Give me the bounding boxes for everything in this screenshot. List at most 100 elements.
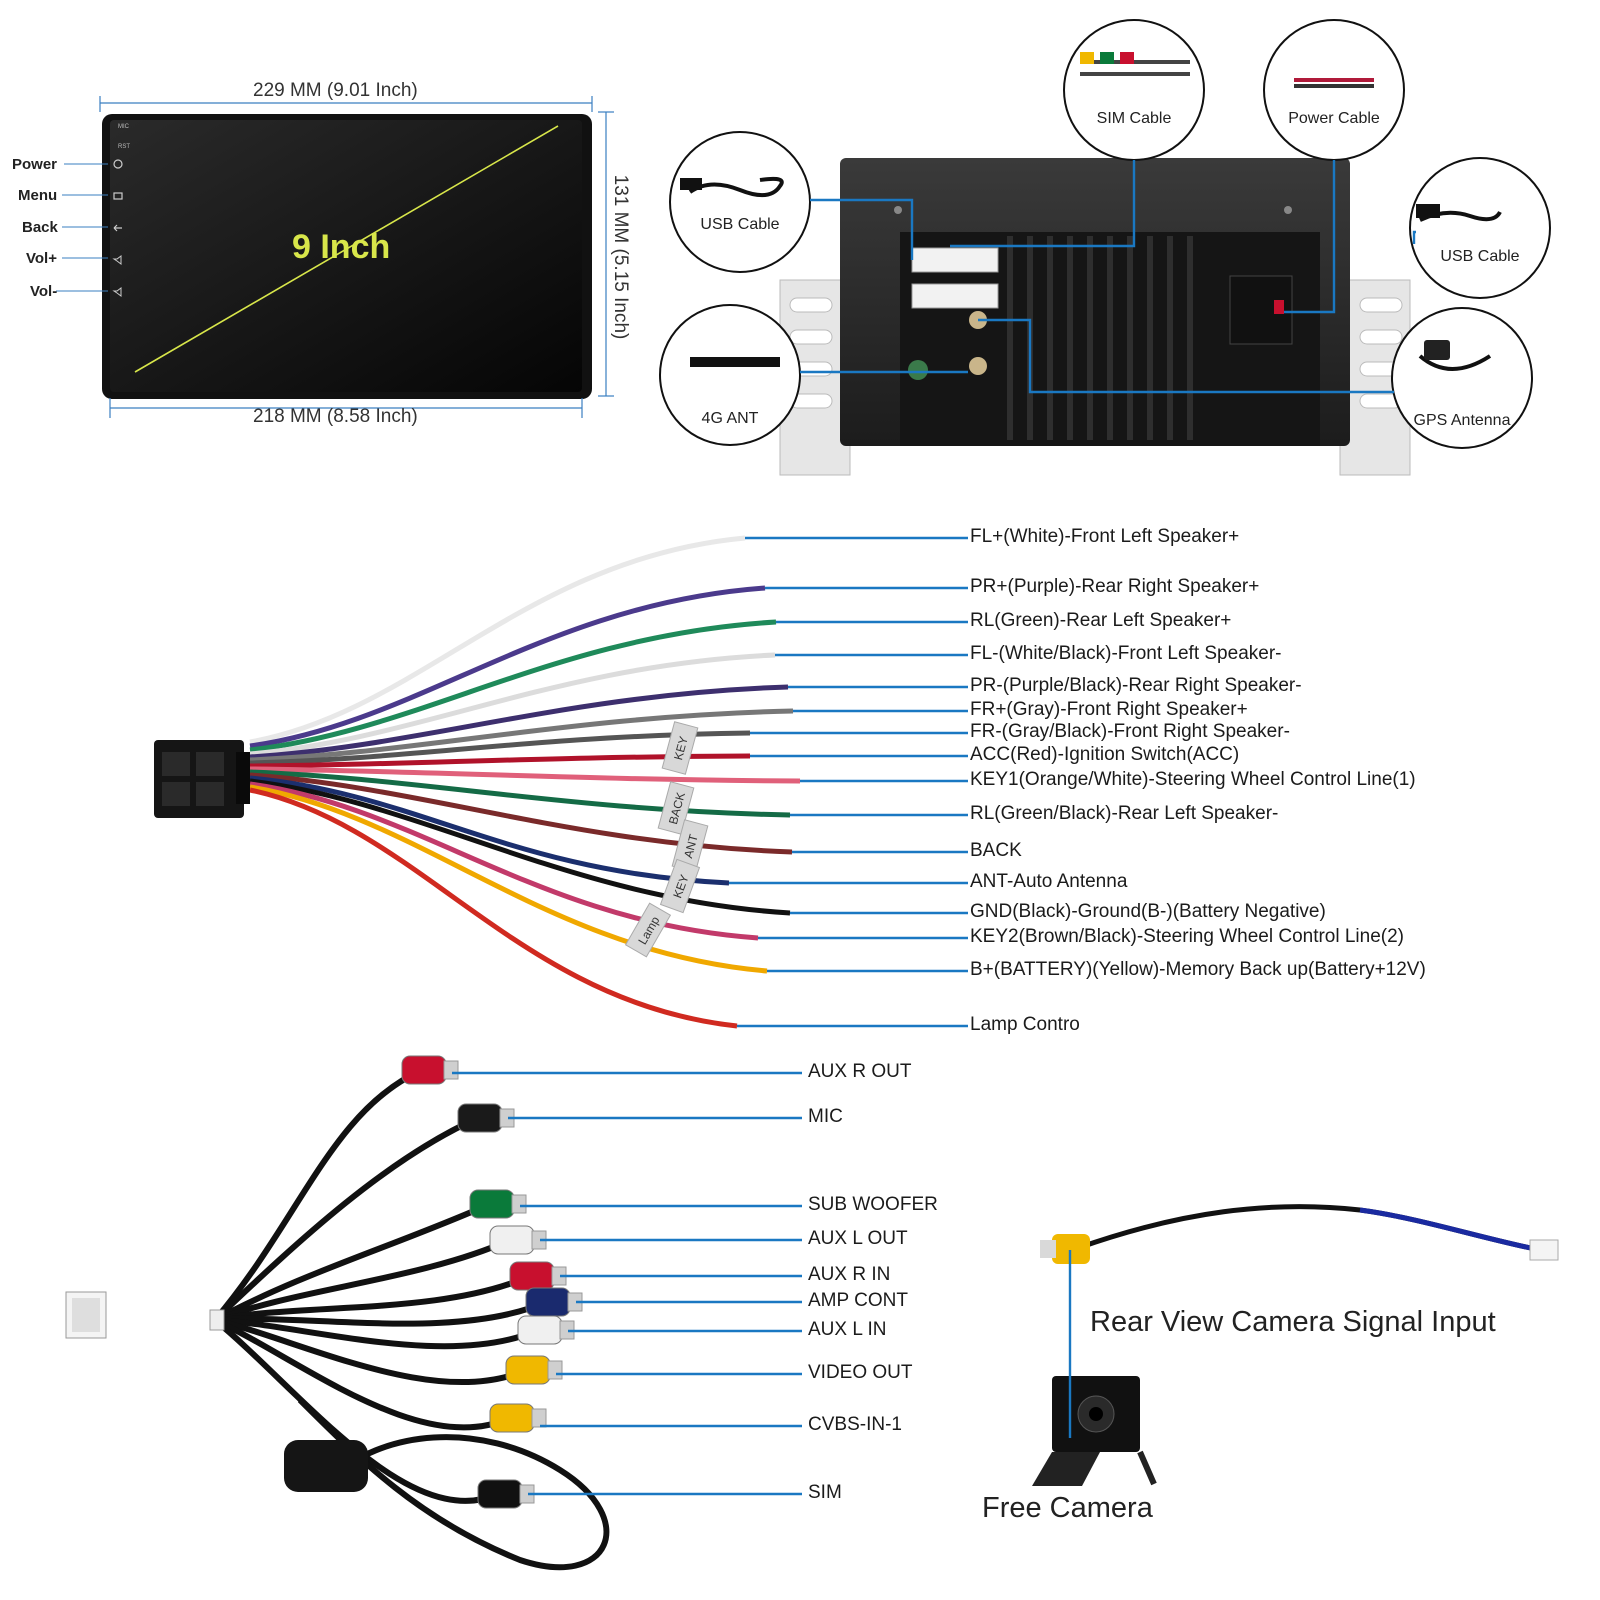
rca-plug: [457, 1103, 503, 1133]
rca-tip: [443, 1060, 459, 1080]
rca-label: AMP CONT: [808, 1290, 908, 1311]
rca-label: AUX R IN: [808, 1264, 891, 1285]
rca-label: SIM: [808, 1482, 842, 1503]
harness-connector: [154, 740, 250, 818]
harness-wire: [249, 619, 777, 753]
callout-4g-ant: 4G ANT: [701, 410, 759, 427]
button-label-menu: Menu: [18, 187, 58, 204]
mic-mark: MIC: [118, 124, 129, 130]
rca-cable: [213, 1237, 512, 1323]
rca-label: VIDEO OUT: [808, 1362, 913, 1383]
rca-label: AUX L IN: [808, 1319, 887, 1340]
rca-tip: [547, 1360, 563, 1380]
callout-sim-cable: SIM Cable: [1096, 110, 1172, 127]
sim-cable-loop: [297, 1397, 610, 1571]
rca-connector: [65, 1291, 225, 1339]
harness-tag: KEY: [661, 721, 699, 775]
harness-tag-text: KEY: [671, 735, 691, 762]
side-dimension-label: 131 MM (5.15 Inch): [610, 174, 631, 340]
rca-cable: [213, 1317, 512, 1431]
harness-tag: KEY: [659, 858, 701, 914]
rca-leaders: [452, 1071, 802, 1496]
rca-bundle: [212, 1055, 610, 1571]
button-label-vol-down: Vol-: [30, 283, 58, 300]
back-icon: [113, 224, 122, 232]
harness-wire-label: ACC(Red)-Ignition Switch(ACC): [970, 744, 1240, 765]
harness-wire-label: FR-(Gray/Black)-Front Right Speaker-: [970, 721, 1290, 742]
rca-plug: [489, 1225, 535, 1255]
harness-wire: [249, 708, 794, 763]
callout-usb-cable-left: USB Cable: [700, 216, 780, 233]
harness-wire-label: FL-(White/Black)-Front Left Speaker-: [970, 643, 1282, 664]
harness-wire: [249, 730, 751, 766]
rca-cable: [214, 1317, 540, 1350]
harness-tag: ANT: [671, 819, 709, 873]
harness-wire-label: Lamp Contro: [970, 1014, 1080, 1035]
screen-size-label: 9 Inch: [292, 228, 391, 266]
callout-cable-accents: [680, 52, 1450, 360]
harness-wire-label: BACK: [970, 840, 1022, 861]
harness-wire-label: FR+(Gray)-Front Right Speaker+: [970, 699, 1248, 720]
dimension-lines: [99, 96, 614, 418]
rca-plug: [469, 1189, 515, 1219]
harness-wire-label: B+(BATTERY)(Yellow)-Memory Back up(Batte…: [970, 959, 1426, 980]
callout-power-cable: Power Cable: [1288, 110, 1380, 127]
harness-tag: Lamp: [624, 902, 672, 958]
harness-wire-label: GND(Black)-Ground(B-)(Battery Negative): [970, 901, 1326, 922]
rca-label: AUX L OUT: [808, 1228, 908, 1249]
rca-cable: [212, 1067, 424, 1322]
rca-plug: [525, 1287, 571, 1317]
camera-signal-label: Rear View Camera Signal Input: [1090, 1306, 1496, 1338]
rca-tip: [531, 1408, 547, 1428]
harness-wire-label: KEY2(Brown/Black)-Steering Wheel Control…: [970, 926, 1405, 947]
screen-diagonal: [134, 125, 559, 373]
rst-mark: RST: [118, 144, 130, 150]
head-unit-screen: [56, 96, 614, 418]
harness-wire: [249, 769, 791, 818]
rca-cable: [212, 1115, 480, 1323]
harness-wire-label: PR+(Purple)-Rear Right Speaker+: [970, 576, 1260, 597]
harness-wire-label: RL(Green/Black)-Rear Left Speaker-: [970, 803, 1279, 824]
harness-wire: [249, 784, 768, 974]
rca-label: SUB WOOFER: [808, 1194, 938, 1215]
rca-cable: [214, 1273, 532, 1323]
home-icon: [113, 192, 123, 200]
harness-wire: [249, 781, 759, 941]
harness-tag-text: ANT: [681, 832, 701, 859]
button-label-back: Back: [22, 219, 58, 236]
harness-wire: [249, 775, 730, 886]
harness-wire: [249, 778, 791, 916]
rca-cable: [214, 1299, 548, 1327]
rca-plug: [401, 1055, 447, 1085]
harness-wire-label: ANT-Auto Antenna: [970, 871, 1128, 892]
callout-leaders: [800, 160, 1416, 394]
bottom-dimension-label: 218 MM (8.58 Inch): [253, 406, 418, 427]
rca-plug: [517, 1315, 563, 1345]
button-leaders: [56, 163, 108, 292]
harness-wire-label: FL+(White)-Front Left Speaker+: [970, 526, 1240, 547]
harness-wire: [249, 684, 789, 760]
rca-cable: [213, 1201, 492, 1323]
rca-label: AUX R OUT: [808, 1061, 912, 1082]
head-unit-back: [779, 158, 1411, 476]
rca-plug: [505, 1355, 551, 1385]
harness-wire: [249, 766, 801, 784]
rca-plug: [509, 1261, 555, 1291]
harness-leaders: [729, 536, 968, 1028]
harness-wire-label: PR-(Purple/Black)-Rear Right Speaker-: [970, 675, 1302, 696]
harness-wire: [249, 787, 738, 1029]
callout-circles: [659, 19, 1551, 449]
harness-wire: [249, 585, 766, 749]
rca-cable: [214, 1317, 528, 1386]
vol-up-icon: [112, 255, 122, 265]
harness-wire: [249, 652, 776, 757]
sim-module: [284, 1440, 368, 1492]
callout-gps-antenna: GPS Antenna: [1413, 412, 1511, 429]
rca-plug: [489, 1403, 535, 1433]
rca-label: MIC: [808, 1106, 843, 1127]
rca-label: CVBS-IN-1: [808, 1414, 902, 1435]
rca-tip: [511, 1194, 527, 1214]
